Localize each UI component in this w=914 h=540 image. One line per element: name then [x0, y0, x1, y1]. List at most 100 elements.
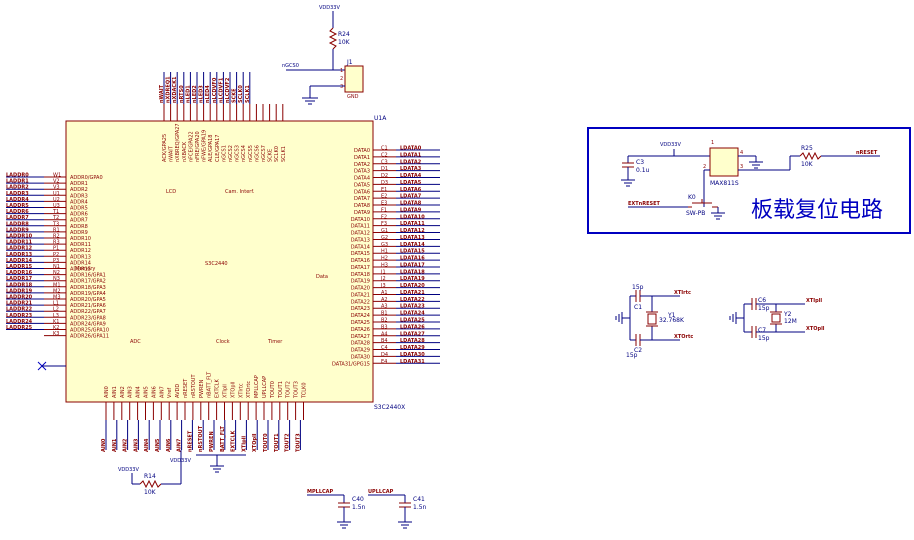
bottom-net-label: TOUT1 [274, 433, 280, 452]
top-net-label: nLCDVF0 [212, 77, 218, 103]
bottom-net-label: nRSTOUT [198, 425, 204, 452]
right-pin-number: E2 [381, 194, 387, 200]
chip-part: S3C2440X [374, 404, 405, 411]
left-pin-name: ADDR6 [70, 212, 88, 218]
left-net-label: LADDR6 [6, 209, 29, 215]
bottom-net-label: XTOpll [252, 433, 258, 452]
max811-ref: MAX811S [710, 180, 739, 187]
right-pin-name: DATA26 [351, 327, 370, 333]
ngcs0-label: nGCS0 [282, 63, 299, 69]
left-net-label: LADDR17 [6, 276, 33, 282]
r14-value: 10K [144, 489, 157, 496]
right-net-label: LDATA10 [400, 214, 425, 220]
bottom-net-label: TOUT3 [295, 433, 301, 452]
left-net-label: LADDR8 [6, 221, 29, 227]
right-pin-name: DATA23 [351, 306, 370, 312]
top-net-label: nRTS0 [179, 85, 185, 103]
gnd-symbol-max811 [749, 161, 763, 169]
max811-pin2: 2 [703, 164, 706, 170]
group-label-timer: Timer [267, 339, 283, 345]
bottom-pin-name: TOUT0 [270, 381, 276, 399]
c41-ref: C41 [413, 496, 425, 503]
r24-ref: R24 [338, 31, 350, 38]
right-net-label: LDATA5 [400, 180, 422, 186]
bottom-net-label: TOUT2 [285, 433, 291, 452]
bottom-pin-name: UPLLCAP [262, 376, 268, 398]
left-pin-number: L1 [53, 301, 59, 307]
left-pin-number: R3 [53, 240, 60, 246]
right-pin-number: H1 [381, 249, 388, 255]
left-net-label: LADDR10 [6, 234, 33, 240]
right-net-label: LDATA17 [400, 262, 425, 268]
y2-ref: Y2 [783, 311, 792, 318]
c40-value: 1.5n [352, 504, 366, 511]
group-label-clock: Clock [216, 339, 230, 345]
left-net-label: LADDR0 [6, 173, 29, 179]
right-pin-number: A2 [381, 297, 388, 303]
right-pin-name: DATA28 [351, 341, 370, 347]
right-pin-name: DATA30 [351, 354, 370, 360]
group-label-data: Data [316, 274, 328, 280]
left-net-label: LADDR13 [6, 252, 33, 258]
left-pin-number: K3 [53, 331, 59, 337]
right-pin-number: E3 [381, 201, 387, 207]
rtc-net-out: XTOrtc [674, 334, 693, 340]
bottom-net-label: XTIpll [241, 436, 247, 452]
rtc-c2-ref: C2 [634, 347, 642, 354]
j1-gnd-label: GND [347, 94, 359, 100]
right-pin-name: DATA31/GPG15 [332, 361, 370, 367]
bottom-pin-name: XTOpll [230, 382, 236, 398]
left-pin-number: L3 [53, 313, 59, 319]
left-pin-number: R1 [53, 227, 60, 233]
left-pin-name: ADDR8 [70, 224, 88, 230]
main-net-out: XTOpll [806, 326, 825, 332]
top-pin-name: nXBREQ/GPA27 [175, 123, 181, 162]
chip-body [65, 120, 374, 403]
bottom-pin-name: TCLK0 [302, 383, 308, 400]
bottom-pin-name: nRESET [183, 378, 189, 398]
gnd-symbol-c3 [621, 179, 635, 187]
left-pin-name: ADDR1 [70, 181, 88, 187]
bottom-net-label: PWREN [209, 431, 215, 452]
bottom-pin-name: TOUT3 [294, 381, 300, 399]
rtc-c2-value: 15p [626, 352, 638, 359]
top-net-label: nLED2 [192, 85, 198, 103]
top-pin-name: nGCS4 [241, 145, 247, 162]
r25-symbol [799, 151, 822, 161]
right-pin-number: A3 [381, 304, 388, 310]
y2-value: 12M [784, 318, 797, 325]
top-pin-name: nFCE/GPA22 [188, 131, 194, 162]
top-pin-name: nWAIT [169, 145, 175, 162]
reset-circuit: 板载复位电路 VDD33V C3 0.1u MAX811S 1 2 3 4 R2… [587, 127, 911, 234]
bottom-net-label: EXTCLK [231, 429, 237, 452]
reset-title: 板载复位电路 [751, 198, 883, 223]
right-pin-name: DATA1 [354, 155, 370, 161]
pll-cap-circuit: MPLLCAP C40 1.5n UPLLCAP C41 1.5n [307, 489, 427, 529]
left-pin-number: U2 [53, 197, 60, 203]
bottom-net-label: AIN1 [112, 438, 118, 452]
max811-pin3: 3 [740, 164, 743, 170]
left-pin-number: U3 [53, 203, 60, 209]
right-pin-name: DATA2 [354, 162, 370, 168]
left-net-label: LADDR7 [6, 215, 29, 221]
left-pin-number: P3 [53, 258, 59, 264]
bottom-pin-name: XTIpll [223, 384, 229, 398]
bottom-net-label: BATT_FLT [220, 425, 226, 452]
left-pin-number: N1 [53, 264, 60, 270]
gnd-symbol-bottom [210, 465, 224, 473]
left-net-label: LADDR25 [6, 325, 33, 331]
left-pin-number: K2 [53, 325, 59, 331]
right-pin-name: DATA25 [351, 320, 370, 326]
left-pin-name: ADDR14 [70, 260, 91, 266]
bottom-pin-name: nRSTOUT [191, 374, 197, 398]
group-label-cam: Cam. Interf. [225, 189, 255, 195]
left-net-label: LADDR15 [6, 264, 33, 270]
right-pin-number: B1 [381, 311, 388, 317]
c3-ref: C3 [636, 159, 644, 166]
right-pin-number: G3 [381, 242, 388, 248]
bottom-pin-name: AIN0 [104, 386, 110, 398]
right-pin-name: DATA8 [354, 203, 370, 209]
right-pin-number: H2 [381, 256, 388, 262]
bottom-net-label: AIN6 [166, 438, 172, 452]
